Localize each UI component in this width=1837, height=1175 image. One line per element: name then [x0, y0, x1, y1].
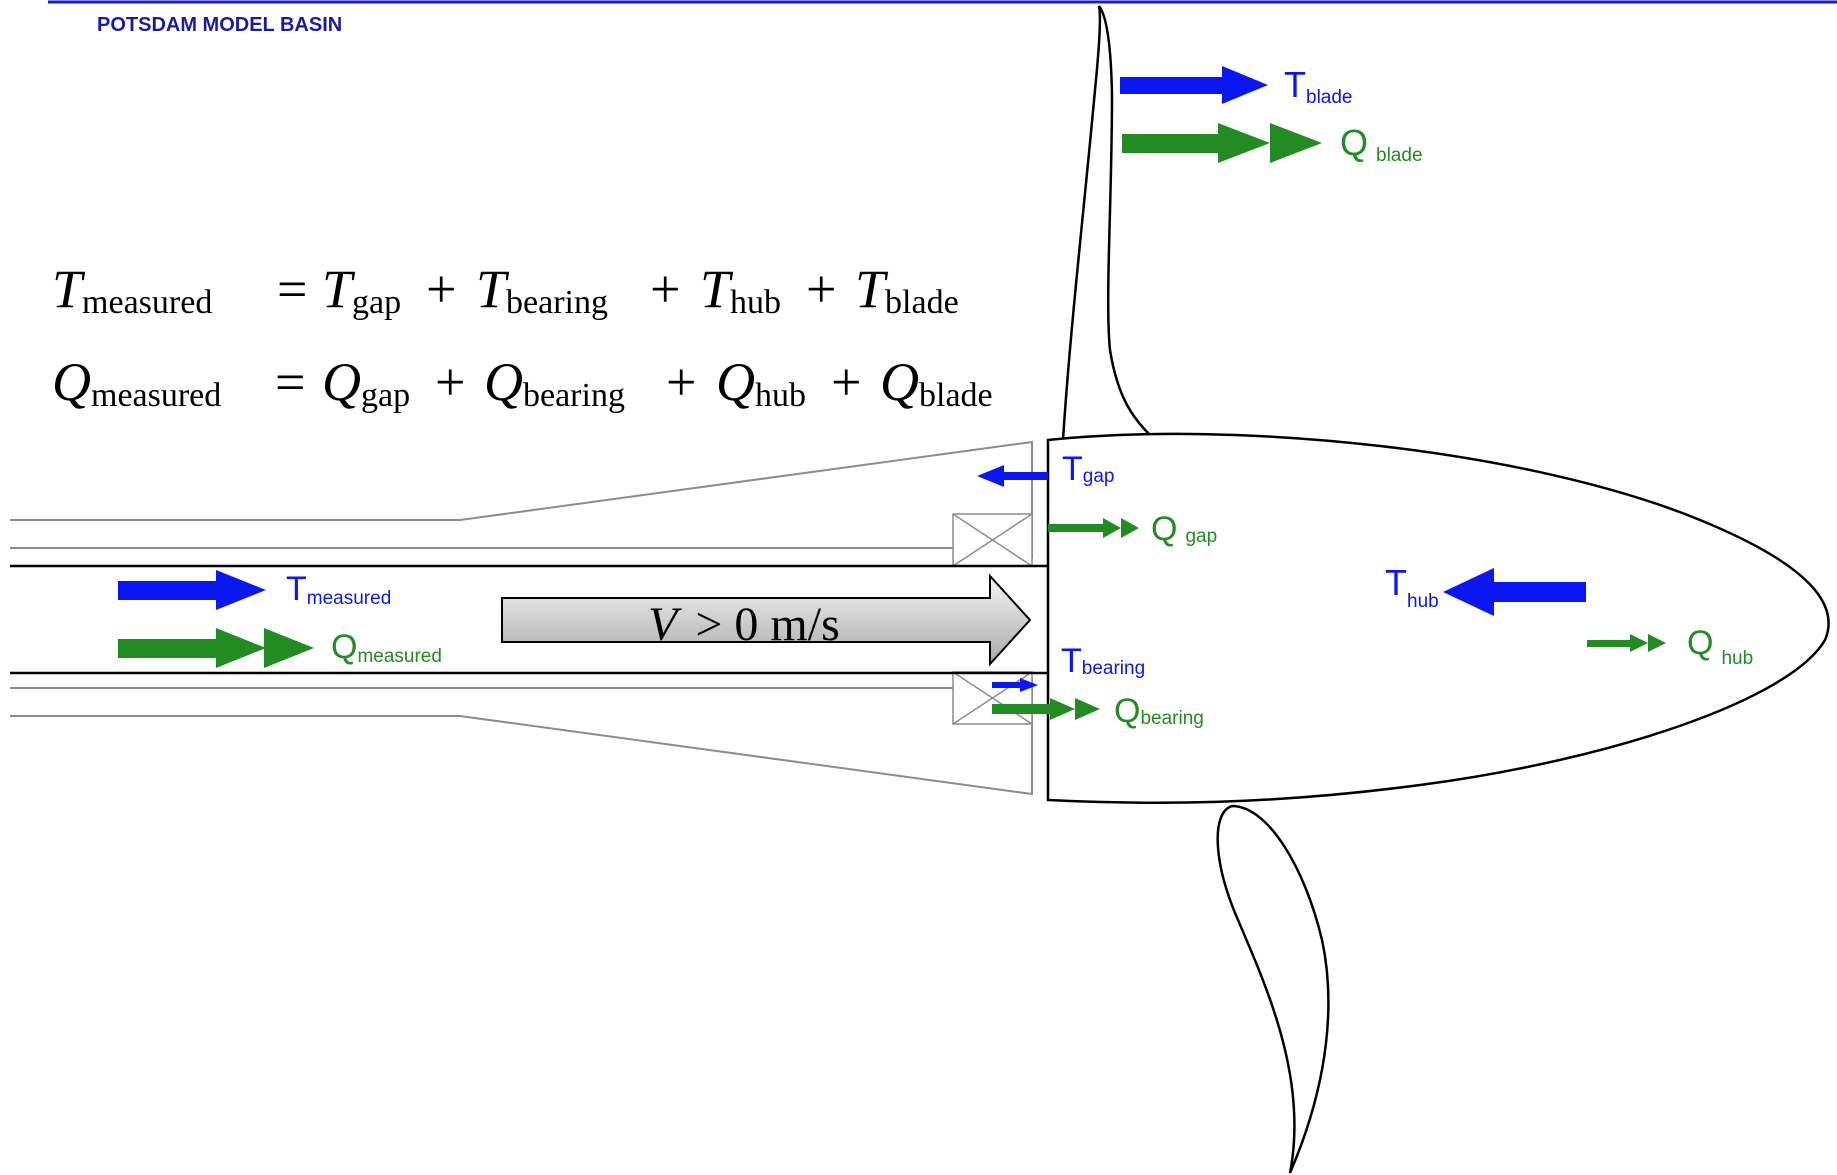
- t-hub-label: Thub: [1385, 562, 1439, 612]
- q-blade-arrow: [1122, 123, 1322, 163]
- t-measured-label: Tmeasured: [286, 570, 391, 609]
- t-blade-label: Tblade: [1284, 64, 1353, 108]
- t-hub-arrow: [1443, 568, 1586, 616]
- q-gap-arrow: [1048, 518, 1139, 538]
- flow-arrow: [501, 573, 1032, 667]
- t-gap-arrow: [977, 465, 1048, 487]
- bearing-lower: [952, 671, 1033, 725]
- q-bearing-label: Qbearing: [1114, 692, 1204, 730]
- bearing-upper: [952, 513, 1033, 567]
- hub-outline: [1046, 432, 1830, 805]
- q-bearing-arrow: [992, 698, 1100, 720]
- torque-equation: Qmeasured =Qgap +Qbearing +Qhub +Qblade: [52, 352, 993, 418]
- header-logo-text: POTSDAM MODEL BASIN: [97, 14, 342, 36]
- q-measured-arrow: [118, 628, 314, 668]
- t-blade-arrow: [1120, 66, 1268, 104]
- q-measured-label: Qmeasured: [331, 628, 442, 667]
- shaft-housing: [10, 440, 1033, 796]
- flow-arrow-label: V> 0 m/s: [648, 598, 840, 651]
- t-gap-label: Tgap: [1062, 450, 1114, 488]
- t-bearing-label: Tbearing: [1061, 642, 1145, 680]
- t-measured-arrow: [118, 570, 266, 610]
- upper-blade-outline: [1061, 5, 1151, 441]
- q-hub-arrow: [1587, 634, 1666, 652]
- t-bearing-arrow: [992, 678, 1038, 692]
- thrust-equation: Tmeasured =Tgap +Tbearing +Thub +Tblade: [52, 259, 959, 325]
- lower-blade-outline: [1216, 804, 1330, 1174]
